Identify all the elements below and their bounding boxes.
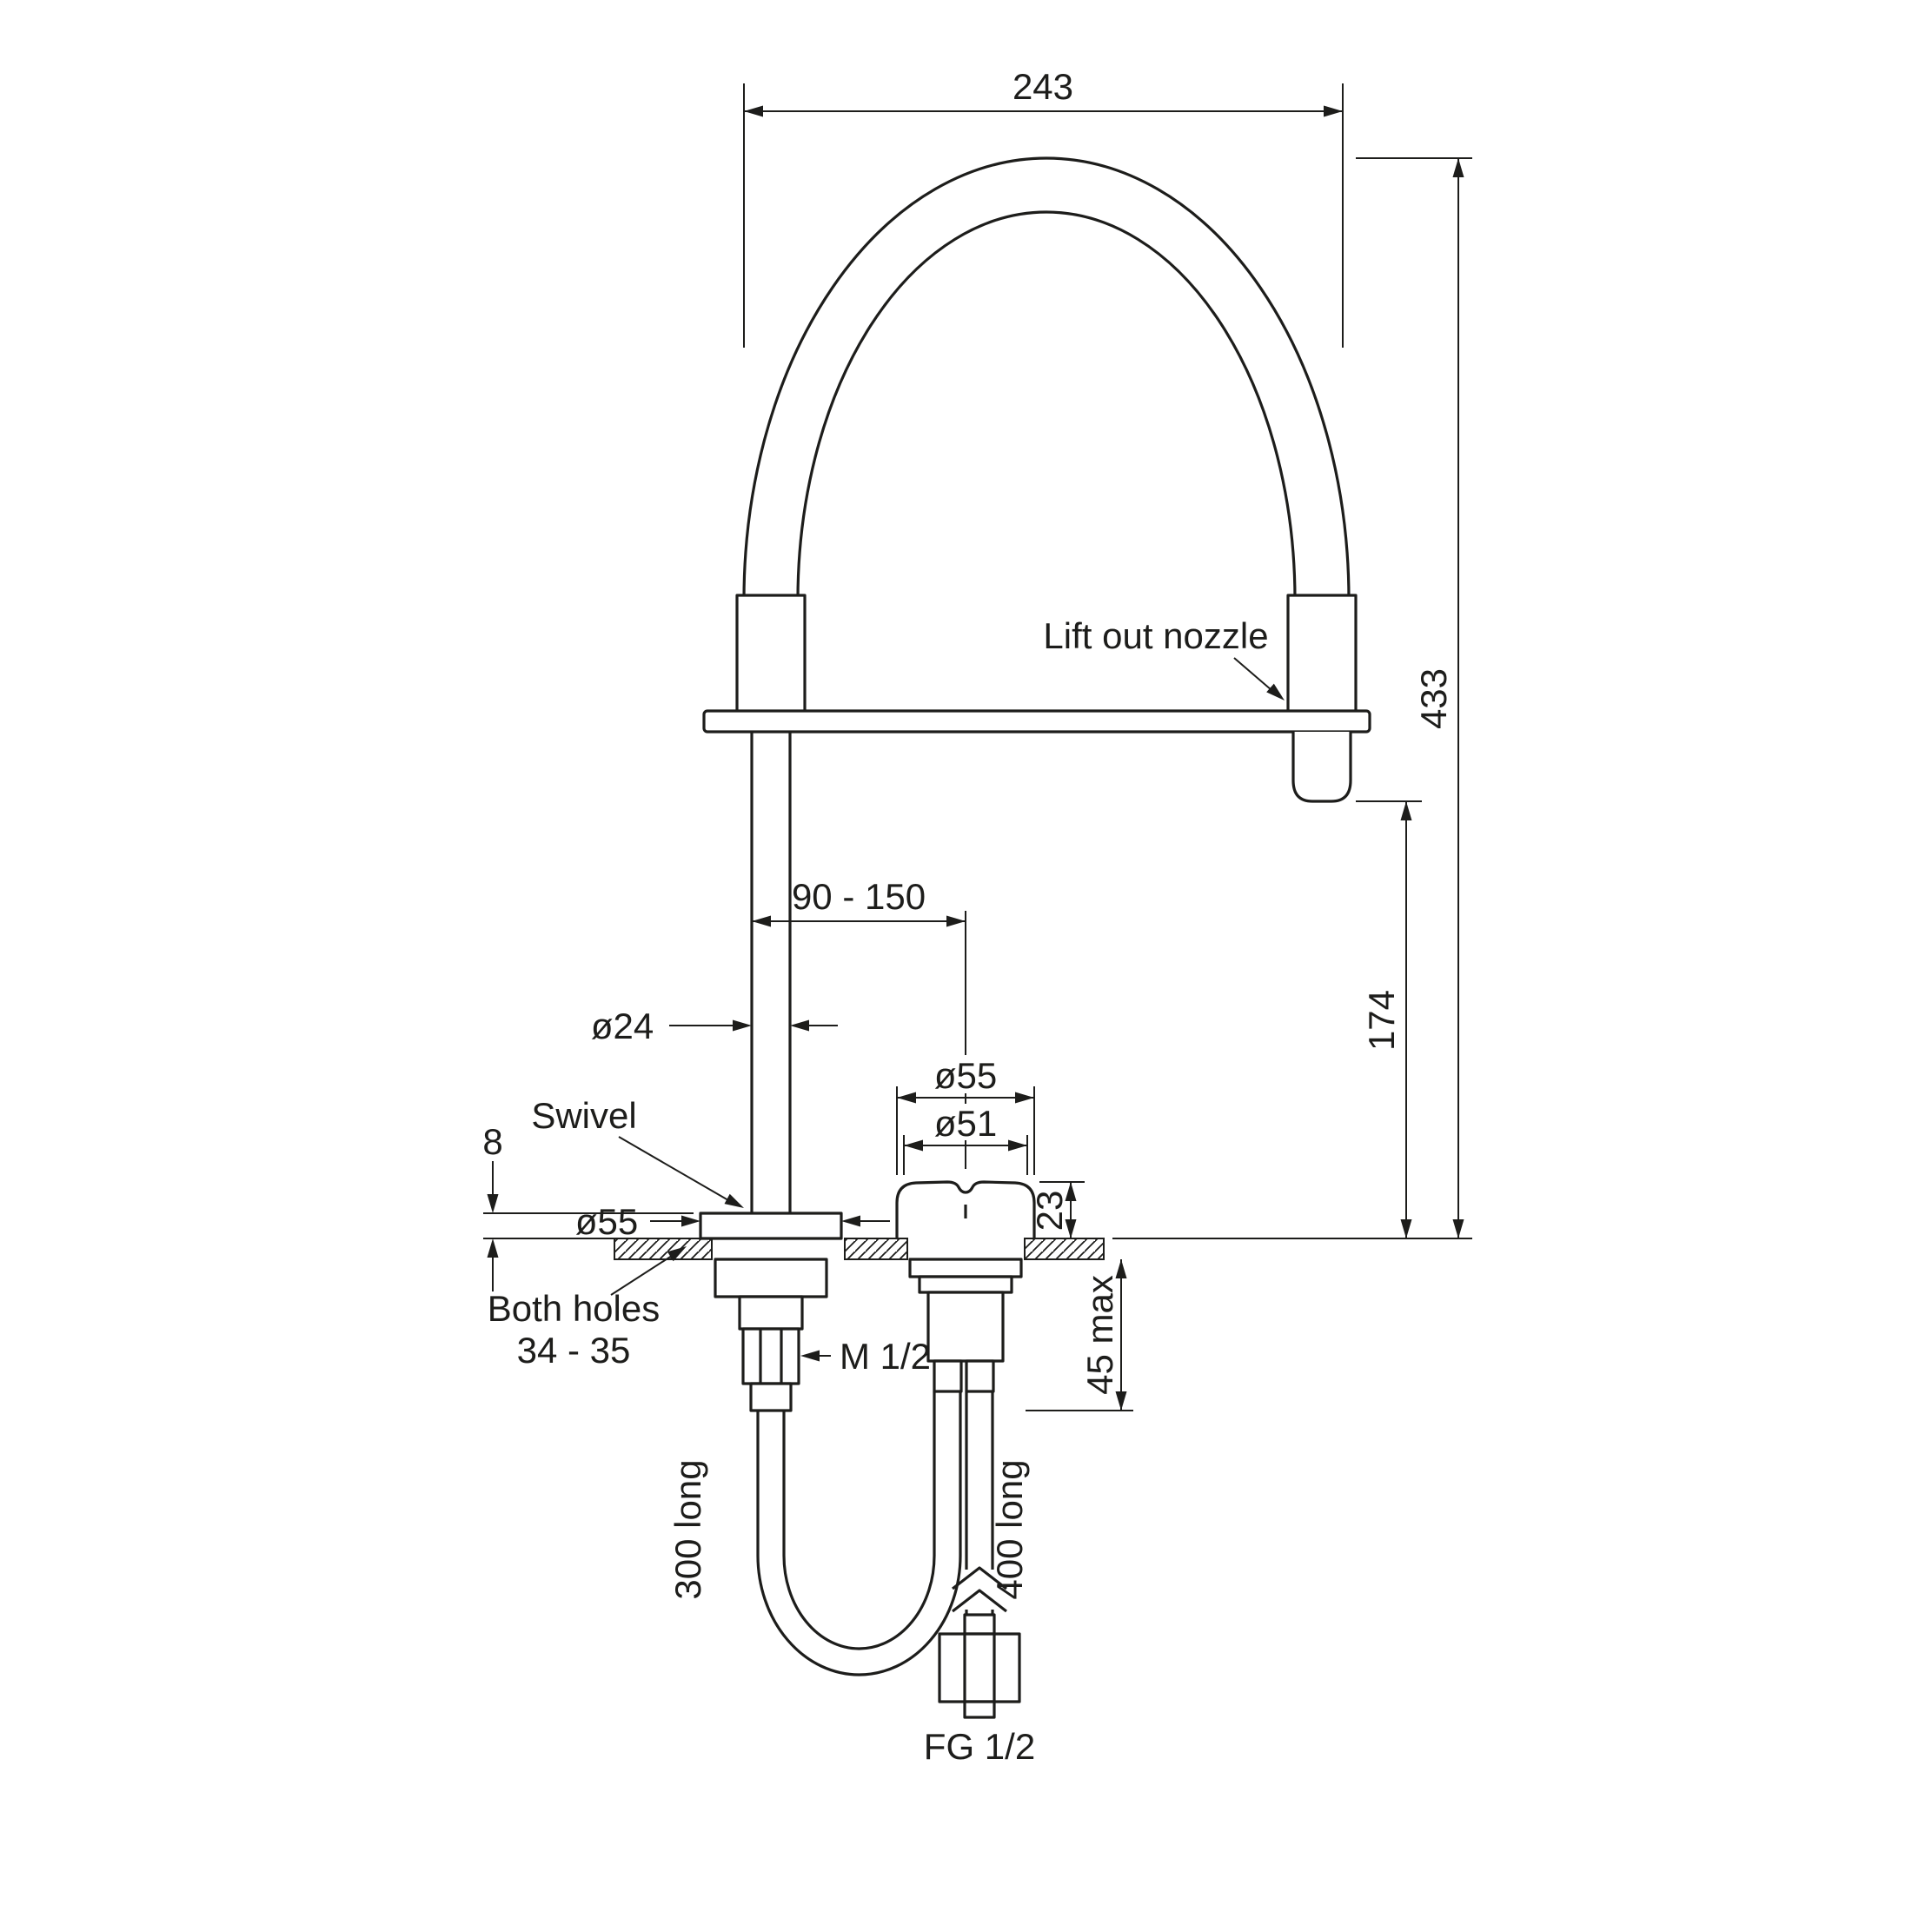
faucet-body: [699, 156, 1371, 1240]
fg-connector: [963, 1613, 996, 1636]
fg-hex-nut: [938, 1632, 1021, 1703]
dim-o51: [903, 1135, 1028, 1175]
dim-243-label: 243: [1012, 66, 1073, 107]
below-deck-left-assembly: [714, 1258, 828, 1412]
both-holes-label-line1: Both holes: [488, 1288, 660, 1329]
dim-45-max: [1026, 1259, 1133, 1411]
left-collar: [735, 594, 807, 723]
dim-45-max-label: 45 max: [1079, 1275, 1120, 1395]
dim-8-label: 8: [482, 1121, 502, 1162]
left-hose-connector: [749, 1382, 793, 1412]
hose-300-inner: [782, 1391, 936, 1650]
spout-arch-inner: [796, 210, 1297, 601]
right-connector-b: [965, 1359, 995, 1393]
dim-90-150-label: 90 - 150: [792, 876, 926, 917]
leader-both-holes: [610, 1246, 687, 1296]
dim-o55-handle: [896, 1086, 1035, 1175]
right-connector-a: [933, 1359, 963, 1393]
dim-o55-base: [650, 1215, 890, 1227]
dim-o55-handle-label: ø55: [934, 1055, 997, 1096]
swivel-flange: [699, 1212, 843, 1240]
dim-243: [743, 83, 1344, 348]
hose-400-label: 400 long: [989, 1459, 1030, 1599]
below-deck-right-assembly: [908, 1258, 1023, 1393]
dim-174-label: 174: [1361, 990, 1402, 1051]
dim-o55-base-label: ø55: [575, 1201, 638, 1242]
hose-break-symbol: [952, 1566, 1007, 1613]
dim-23: [1039, 1181, 1085, 1238]
fg-tip: [963, 1700, 996, 1719]
dimension-graphics: [483, 83, 1472, 1411]
right-collar: [1286, 594, 1358, 723]
hose-300-outer: [756, 1391, 962, 1676]
female-thread-label: FG 1/2: [924, 1726, 1035, 1767]
leader-m12: [800, 1350, 831, 1362]
hoses: [756, 1391, 1021, 1719]
counter-hatch-left: [614, 1238, 713, 1260]
dim-o24: [669, 1019, 838, 1032]
dim-8: [483, 1161, 694, 1291]
counter-hatch-right: [1024, 1238, 1105, 1260]
male-thread-label: M 1/2: [840, 1336, 931, 1377]
nozzle: [1291, 732, 1352, 803]
dim-433-label: 433: [1413, 668, 1454, 729]
right-locknut: [918, 1275, 1013, 1294]
support-bar: [702, 709, 1371, 734]
left-locknut: [714, 1258, 828, 1298]
counter-section: [614, 1238, 1105, 1260]
dim-174: [1356, 800, 1422, 1238]
leader-lift-out-nozzle: [1233, 657, 1285, 700]
right-flange-nut: [908, 1258, 1023, 1278]
lift-out-nozzle-label: Lift out nozzle: [1043, 615, 1268, 656]
leader-swivel: [618, 1136, 744, 1208]
swivel-label: Swivel: [531, 1095, 636, 1136]
dim-23-label: 23: [1029, 1191, 1070, 1232]
counter-hatch-middle: [844, 1238, 908, 1260]
dim-433: [1112, 157, 1472, 1239]
left-shank: [738, 1295, 804, 1331]
dim-o24-label: ø24: [591, 1006, 654, 1046]
dim-o51-label: ø51: [934, 1103, 997, 1144]
both-holes-label-line2: 34 - 35: [517, 1330, 631, 1371]
right-valve-body: [926, 1291, 1005, 1363]
spout-arch-outer: [742, 156, 1351, 601]
labels: 243 433 174 90 - 150 ø24 Swivel ø55 8 Bo…: [482, 66, 1454, 1767]
hose-300-label: 300 long: [667, 1459, 708, 1599]
left-hex-nut: [741, 1327, 800, 1385]
